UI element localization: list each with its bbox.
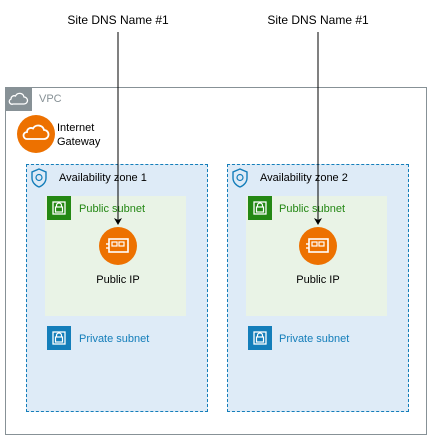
az2-private-subnet-label: Private subnet <box>279 333 350 345</box>
az2-public-subnet-lock-icon <box>248 196 272 220</box>
az2-public-ip-label: Public IP <box>296 274 340 286</box>
availability-zone-1 <box>26 164 208 412</box>
internet-gateway-label-line1: Internet <box>57 122 95 134</box>
internet-gateway-label: Internet Gateway <box>57 121 100 149</box>
internet-gateway-icon <box>16 114 56 154</box>
az1-elastic-ip-icon <box>98 226 138 266</box>
az1-public-subnet-lock-icon <box>47 196 71 220</box>
dns-label-2: Site DNS Name #1 <box>267 13 369 27</box>
internet-gateway-label-line2: Gateway <box>57 136 101 148</box>
vpc-label: VPC <box>39 93 62 105</box>
az2-elastic-ip-icon <box>298 226 338 266</box>
az1-public-subnet-label: Public subnet <box>79 203 146 215</box>
az2-label: Availability zone 2 <box>260 172 348 184</box>
az1-icon <box>27 166 51 190</box>
az2-icon <box>228 166 252 190</box>
az1-public-ip-label: Public IP <box>96 274 140 286</box>
az1-private-subnet-label: Private subnet <box>79 333 150 345</box>
vpc-cloud-icon <box>5 87 32 111</box>
vpc-group <box>5 87 427 435</box>
az1-label: Availability zone 1 <box>59 172 147 184</box>
az2-public-subnet-label: Public subnet <box>279 203 346 215</box>
az1-private-subnet-lock-icon <box>47 326 71 350</box>
dns-label-1: Site DNS Name #1 <box>67 13 169 27</box>
az2-private-subnet-lock-icon <box>248 326 272 350</box>
